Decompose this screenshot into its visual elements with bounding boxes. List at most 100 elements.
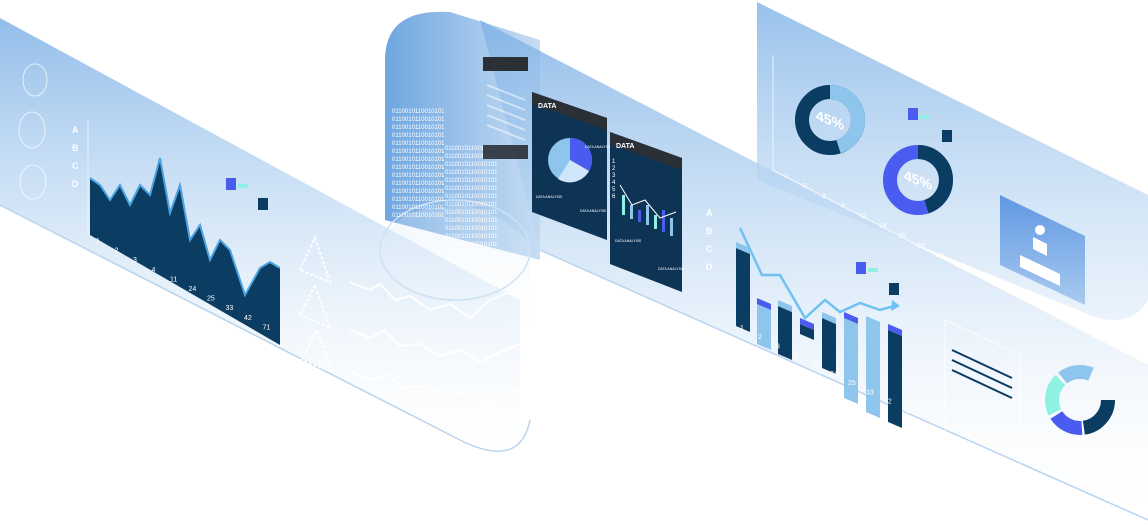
- mini-bars: [622, 195, 673, 236]
- avatar-body-icon: [1033, 237, 1047, 256]
- left-x-tick-label: 11: [170, 276, 177, 283]
- area-chart-line: [89, 157, 281, 298]
- middle-row-labels: A B C D: [706, 208, 713, 272]
- panel-footer-right: DATA ANALYSIS: [580, 209, 607, 213]
- middle-x-tick-label: 1: [740, 325, 744, 332]
- svg-text:1: 1: [612, 159, 616, 165]
- triangle-icon: [298, 282, 332, 330]
- binary-line: 0110010110010101: [392, 205, 445, 211]
- top-right-x-tick-label: 25: [898, 233, 906, 240]
- bar: [736, 248, 750, 332]
- donut-b-progress: [883, 145, 953, 215]
- top-right-x-tick-label: 1: [784, 173, 788, 180]
- top-right-x-tick-label: 24: [879, 223, 887, 230]
- triangle-icon: [298, 235, 332, 284]
- mini-header-bar: [483, 145, 528, 159]
- bottom-right-panel: [944, 319, 1115, 471]
- middle-bar-chart: [736, 242, 902, 428]
- svg-text:6: 6: [612, 194, 616, 200]
- binary-line: 0110010110010101: [392, 141, 445, 147]
- data-panel-pie: DATA DATA ANALYSIS DATA ANALYSIS DATA AN…: [532, 92, 612, 240]
- donut-a-progress: [795, 85, 865, 155]
- legend-square-navy: [942, 130, 952, 142]
- svg-text:4: 4: [612, 180, 616, 186]
- top-right-x-tick-label: 42: [936, 253, 944, 260]
- binary-line: 0110010110010101: [392, 189, 445, 195]
- middle-x-tick-label: 3: [776, 343, 780, 350]
- left-x-tick-label: 1: [96, 238, 100, 245]
- row-label-d: D: [72, 179, 79, 189]
- panel-title: DATA: [616, 143, 634, 150]
- legend-square-navy: [889, 283, 899, 295]
- trend-arrow-icon: [891, 300, 900, 311]
- bar-cap: [757, 298, 771, 310]
- left-x-tick-label: 25: [207, 296, 215, 303]
- panel-footer-left: DATA ANALYSIS: [536, 195, 563, 199]
- text-block-lines: [951, 349, 1013, 399]
- binary-line: 0110010110010101: [445, 234, 498, 240]
- binary-line: 0110010110010101: [445, 218, 498, 224]
- binary-line: 0110010110010101: [445, 154, 498, 160]
- mini-header-bar: [483, 57, 528, 71]
- panel-header: [532, 92, 607, 130]
- legend-square-violet: [226, 178, 236, 190]
- middle-x-tick-label: 71: [902, 408, 910, 415]
- left-row-labels: A B C D: [72, 125, 79, 189]
- top-right-x-tick-label: 3: [822, 193, 826, 200]
- svg-text:A: A: [706, 208, 713, 218]
- panel-header: [610, 132, 682, 170]
- cylinder: 0110010110010101011001011001010101100101…: [379, 11, 540, 330]
- binary-line: 0110010110010101: [392, 109, 445, 115]
- row-numbers: 1 2 3 4 5 6: [612, 159, 616, 200]
- left-x-tick-label: 3: [133, 257, 137, 264]
- binary-line: 0110010110010101: [445, 170, 498, 176]
- faint-text-lines: [486, 84, 526, 141]
- svg-text:5: 5: [612, 187, 616, 193]
- name-plate: [1020, 255, 1060, 286]
- binary-line: 0110010110010101: [392, 117, 445, 123]
- bar-cap: [800, 318, 814, 330]
- profile-card: [1000, 195, 1085, 305]
- middle-x-tick-label: 24: [830, 371, 838, 378]
- ghost-shapes: [18, 63, 48, 200]
- panel-title: DATA: [538, 103, 556, 110]
- binary-line: 0110010110010101: [445, 250, 498, 256]
- bar-cap: [736, 242, 750, 254]
- left-x-tick-label: 4: [152, 267, 156, 274]
- top-right-x-tick-label: 71: [955, 263, 963, 270]
- svg-text:D: D: [706, 262, 713, 272]
- pie-label: DATA ANALYSIS: [585, 145, 612, 149]
- binary-line: 0110010110010101: [445, 210, 498, 216]
- binary-line: 0110010110010101: [392, 149, 445, 155]
- mini-trend-line: [619, 184, 677, 219]
- bar: [866, 322, 880, 418]
- legend-square-violet: [908, 108, 918, 120]
- binary-line: 0110010110010101: [445, 226, 498, 232]
- middle-x-tick-label: 11: [812, 362, 819, 369]
- bar-cap: [888, 324, 902, 336]
- middle-band: DATA DATA ANALYSIS DATA ANALYSIS DATA AN…: [480, 20, 1148, 521]
- legend-square-aqua: [868, 268, 878, 272]
- binary-line: 0110010110010101: [392, 133, 445, 139]
- legend-square-violet: [856, 262, 866, 274]
- middle-x-tick-label: 4: [794, 353, 798, 360]
- left-band-edge: [0, 204, 531, 452]
- bar: [822, 318, 836, 374]
- svg-text:C: C: [706, 244, 713, 254]
- middle-band-surface: [480, 20, 1148, 520]
- cylinder-ring: [379, 199, 531, 301]
- left-band-surface: [0, 18, 520, 470]
- avatar-head-icon: [1035, 225, 1045, 235]
- triangle-icons: [298, 235, 334, 374]
- triangle-icon: [300, 327, 334, 374]
- binary-line: 0110010110010101: [445, 186, 498, 192]
- bar-cap: [822, 312, 836, 324]
- top-right-x-tick-label: 33: [917, 243, 925, 250]
- text-block-frame: [944, 319, 1021, 471]
- legend-square-aqua: [238, 184, 248, 188]
- bar: [888, 330, 902, 428]
- left-x-tick-label: 24: [189, 286, 197, 293]
